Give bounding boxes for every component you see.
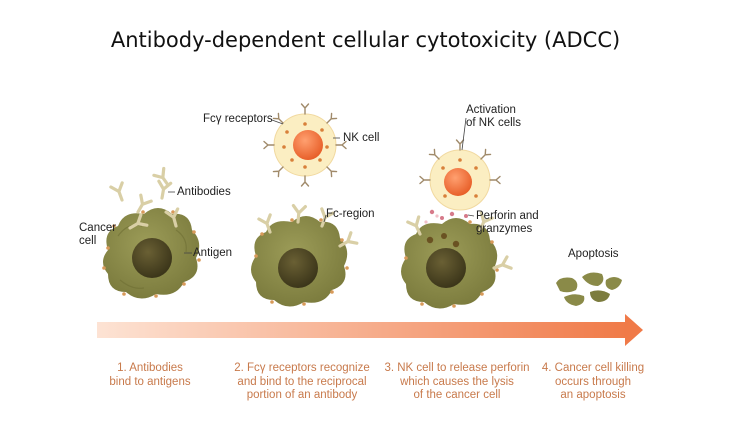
stage2-nk-cell (263, 103, 347, 187)
label-perforin-line2: granzymes (476, 223, 533, 235)
stage3-nk-cell (419, 117, 501, 211)
label-cancer-cell-line2: cell (79, 235, 97, 247)
label-activation-line2: of NK cells (466, 117, 521, 129)
step-3-caption: 3. NK cell to release perforin which cau… (384, 362, 530, 401)
label-activation-line1: Activation (466, 104, 516, 116)
label-antibodies: Antibodies (177, 186, 231, 198)
apoptosis-fragments (556, 272, 622, 306)
label-perforin-line1: Perforin and (476, 210, 539, 222)
label-nk-cell: NK cell (343, 132, 380, 144)
step-4-caption: 4. Cancer cell killing occurs through an… (541, 362, 645, 401)
label-cancer-cell-line1: Cancer (79, 222, 117, 234)
label-antigen: Antigen (193, 247, 233, 259)
step-2-caption: 2. Fcγ receptors recognize and bind to t… (234, 362, 370, 401)
label-apoptosis: Apoptosis (568, 248, 619, 260)
step-1-caption: 1. Antibodies bind to antigens (109, 362, 191, 388)
label-fc-receptors: Fcγ receptors (203, 113, 273, 125)
diagram-title: Antibody-dependent cellular cytotoxicity… (110, 28, 621, 52)
stage1-cancer-cell (102, 208, 201, 299)
stage2-cancer-cell (251, 203, 359, 307)
stage3-cancer-cell (401, 211, 513, 309)
label-fc-region: Fc-region (326, 208, 375, 220)
free-antibodies (109, 166, 184, 235)
process-arrow (97, 314, 643, 346)
